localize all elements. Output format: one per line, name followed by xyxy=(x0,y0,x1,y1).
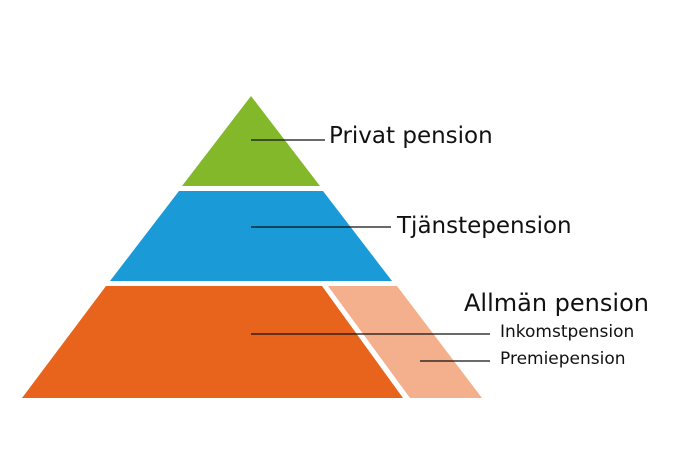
tier-premium-pension xyxy=(328,286,482,398)
label-income-pension: Inkomstpension xyxy=(500,322,635,342)
label-premium-pension: Premiepension xyxy=(500,349,626,369)
label-service-pension: Tjänstepension xyxy=(397,213,572,239)
tier-income-pension xyxy=(22,286,403,398)
tier-service-pension xyxy=(110,191,392,281)
label-public-pension: Allmän pension xyxy=(464,289,649,317)
tier-private-pension xyxy=(182,96,320,186)
label-private-pension: Privat pension xyxy=(329,123,493,149)
